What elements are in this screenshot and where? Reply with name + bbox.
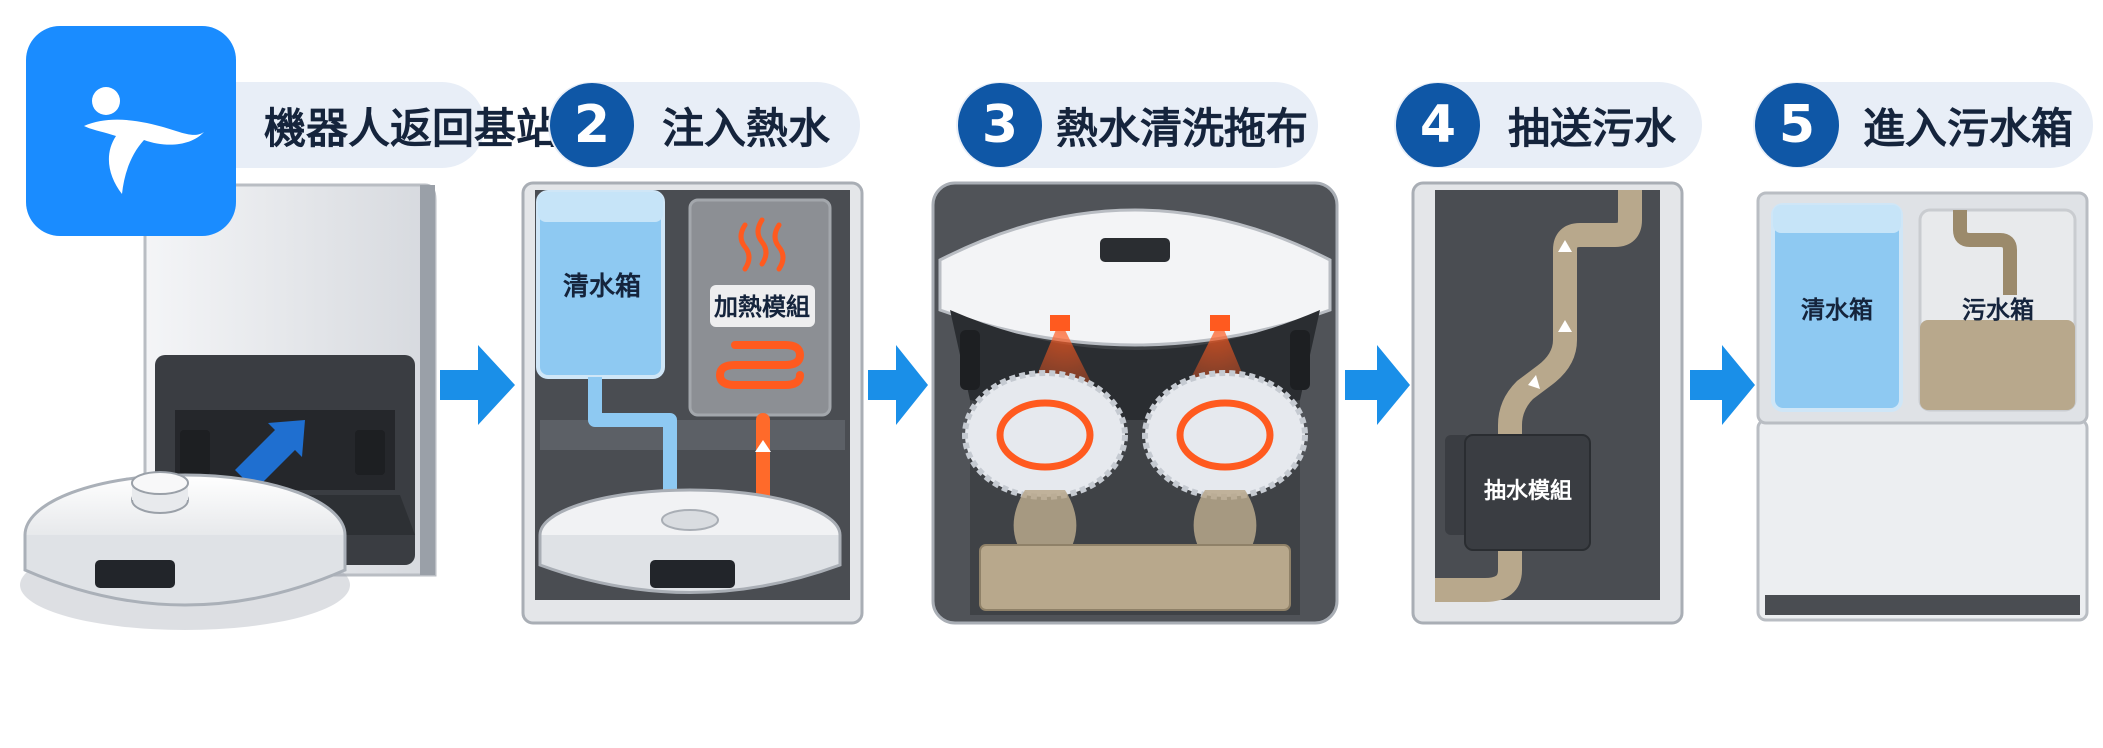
- panel-dirty-water-tank: 清水箱 污水箱: [1756, 191, 2089, 622]
- steam-icon: [738, 217, 786, 272]
- step-3-label: 3 熱水清洗拖布: [956, 82, 1318, 168]
- step-2-title: 注入熱水: [662, 103, 831, 153]
- step-4-number: 4: [1396, 83, 1480, 167]
- pump-module-label: 抽水模組: [1484, 478, 1572, 504]
- step-3-title: 熱水清洗拖布: [1056, 103, 1309, 153]
- step-5-label: 5 進入污水箱: [1753, 82, 2093, 168]
- step-2-number: 2: [550, 83, 634, 167]
- clean-tank-label-2: 清水箱: [1801, 296, 1873, 324]
- step-arrow-icon: [868, 345, 928, 425]
- step-5-title: 進入污水箱: [1863, 103, 2074, 153]
- step-2-label: 2 注入熱水: [548, 82, 860, 168]
- step-arrow-icon: [1345, 345, 1410, 425]
- step-3-number: 3: [958, 83, 1042, 167]
- dock-arrow-icon: [235, 420, 305, 490]
- step-1-title: 機器人返回基站: [264, 103, 559, 153]
- panel-mop-washing: [931, 181, 1339, 625]
- clean-tank-label: 清水箱: [563, 271, 641, 302]
- panel-pumping-dirty-water: 抽水模組: [1411, 181, 1684, 625]
- step-arrow-icon: [1690, 345, 1755, 425]
- heating-module-label: 加熱模組: [714, 293, 810, 321]
- step-arrow-icon: [440, 345, 515, 425]
- step-5-number: 5: [1755, 83, 1839, 167]
- app-logo-icon: [26, 26, 236, 236]
- panel-hot-water-injection: 清水箱 加熱模組: [521, 181, 864, 625]
- panel-robot-docking: [20, 183, 437, 630]
- dirty-tank-label: 污水箱: [1962, 296, 2034, 324]
- heating-coil-icon: [715, 341, 805, 389]
- flow-arrow-icon: [1528, 240, 1572, 389]
- step-4-title: 抽送污水: [1508, 103, 1677, 153]
- step-4-label: 4 抽送污水: [1394, 82, 1702, 168]
